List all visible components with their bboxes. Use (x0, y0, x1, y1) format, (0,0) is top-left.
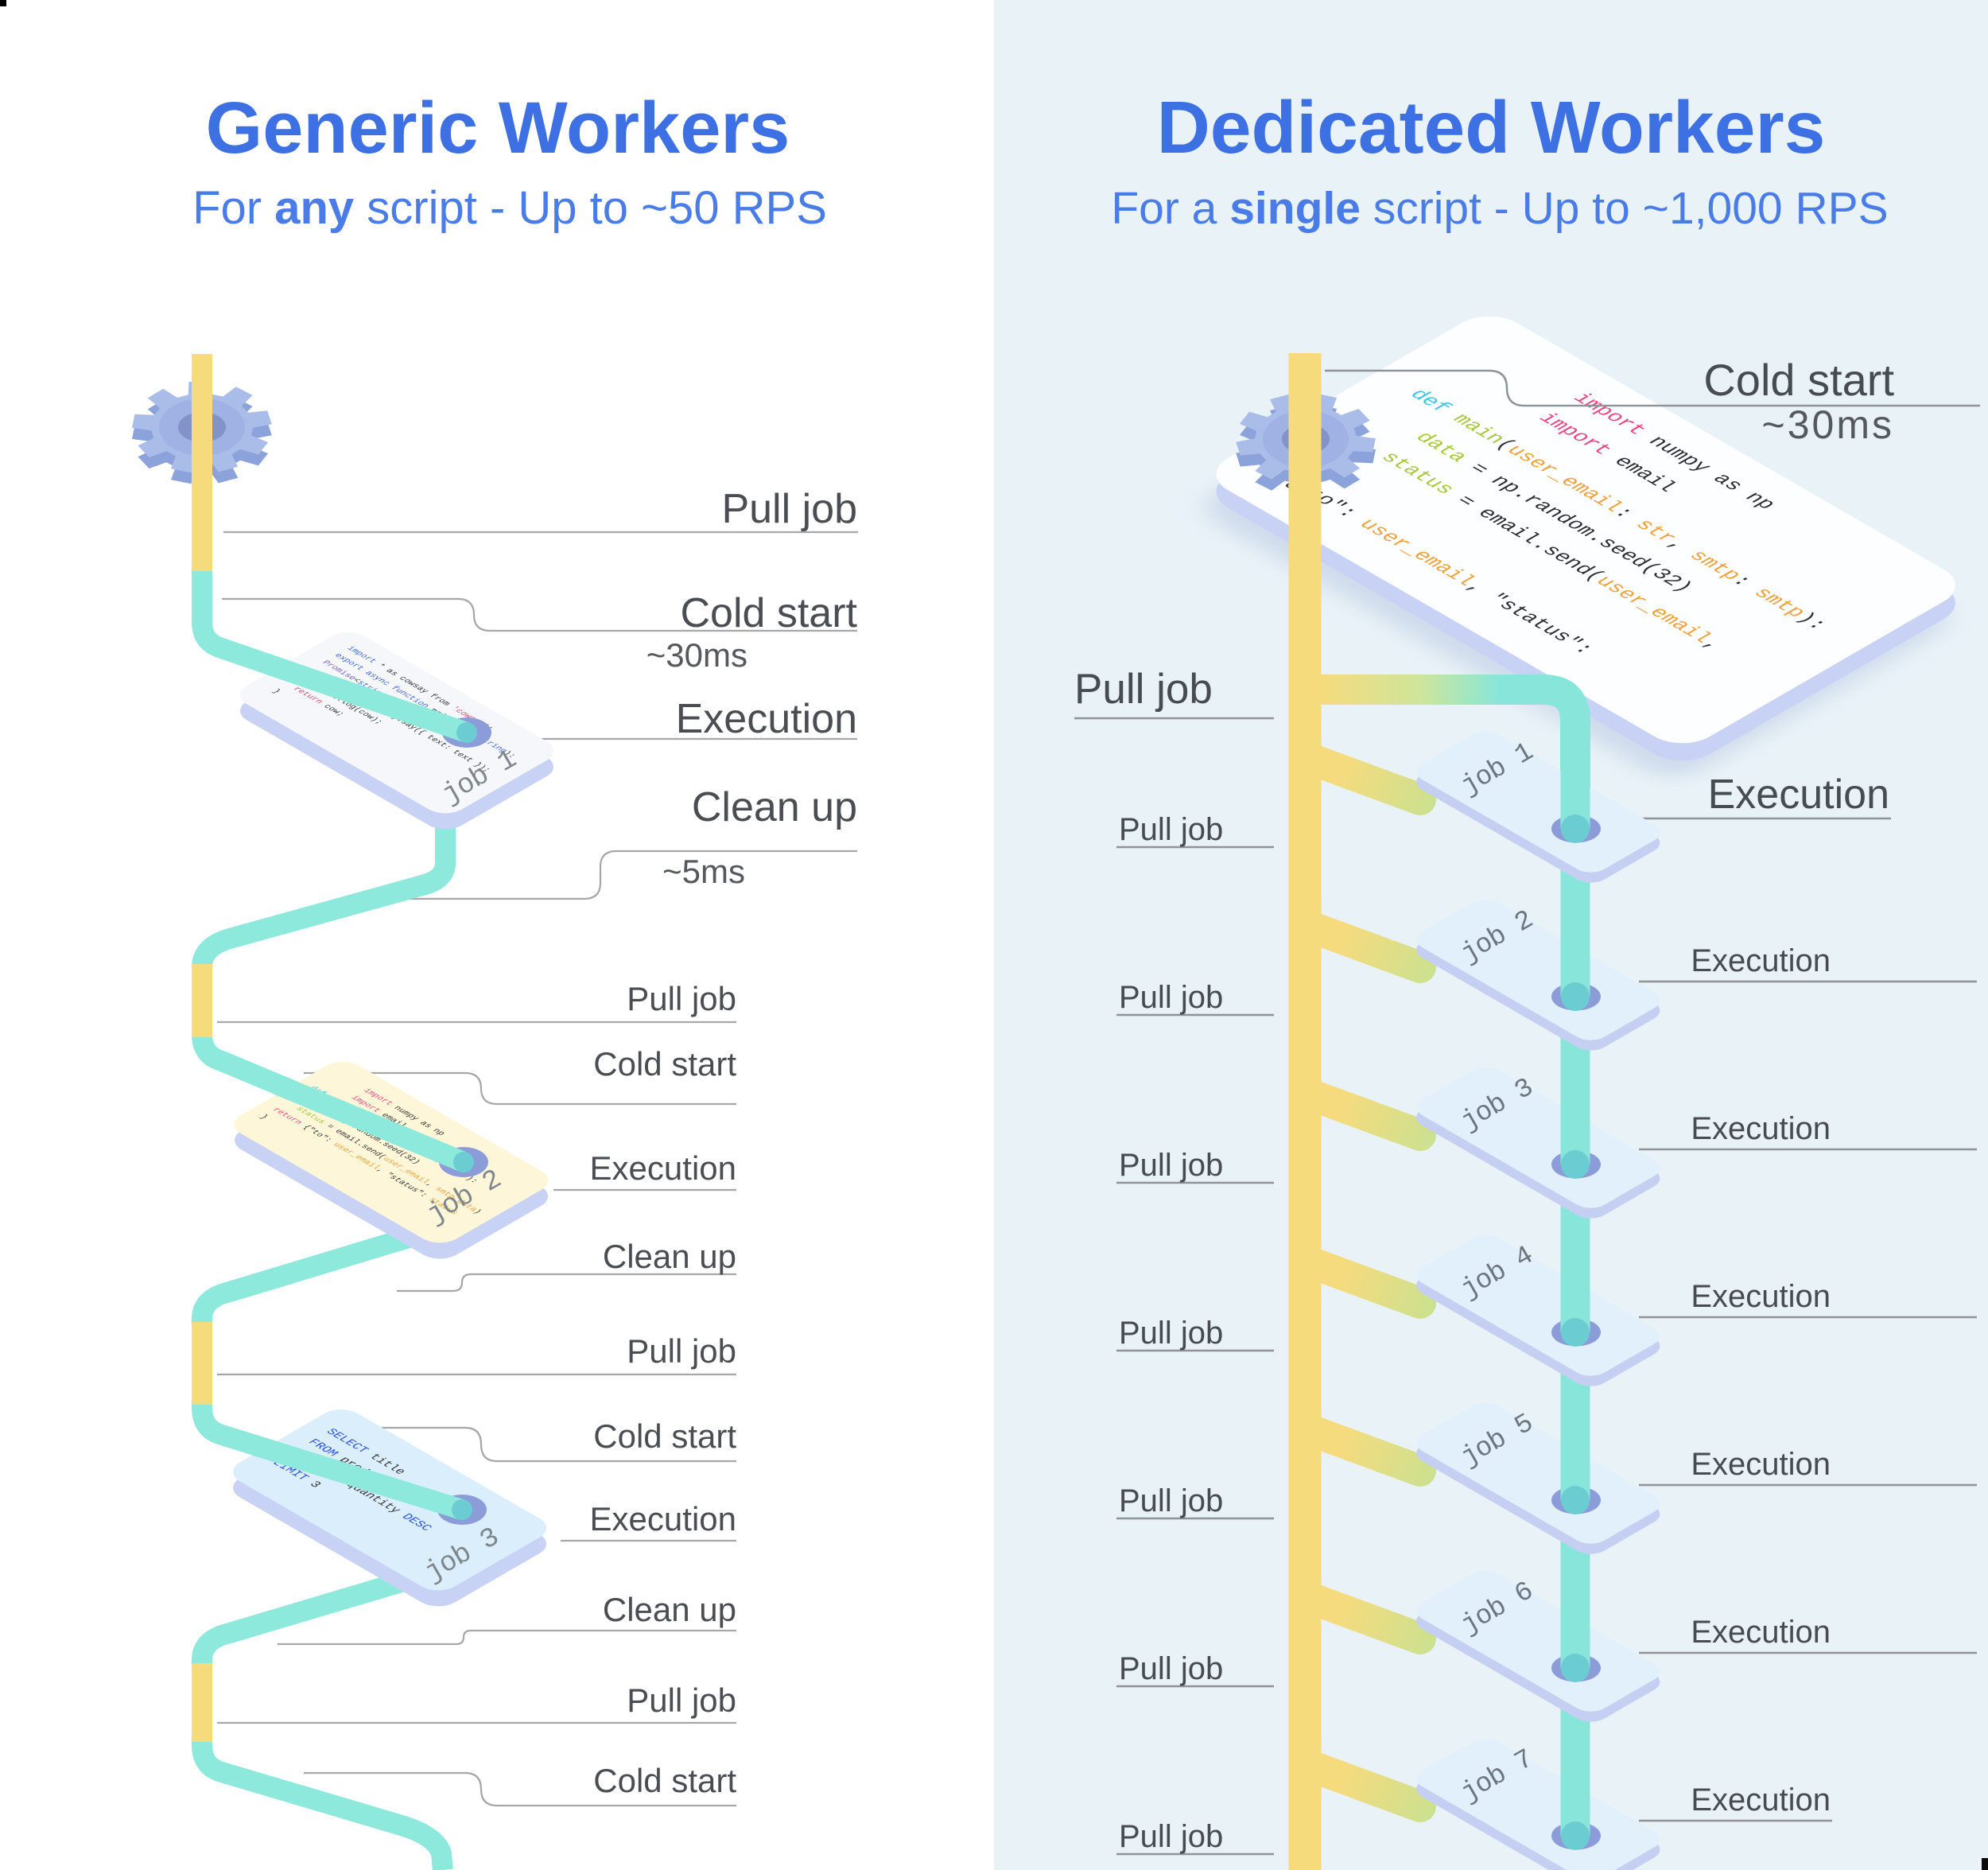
svg-text:Execution: Execution (676, 696, 857, 742)
svg-text:Execution: Execution (1691, 1615, 1831, 1650)
svg-text:Execution: Execution (1691, 1279, 1831, 1314)
svg-text:Pull job: Pull job (1119, 1316, 1223, 1351)
svg-text:Execution: Execution (1708, 772, 1889, 818)
svg-text:Pull job: Pull job (1119, 812, 1223, 847)
svg-text:Pull job: Pull job (1074, 666, 1213, 713)
svg-text:Pull job: Pull job (1119, 1148, 1223, 1183)
svg-text:Pull job: Pull job (1119, 1483, 1223, 1518)
svg-text:Execution: Execution (590, 1500, 736, 1538)
svg-text:Execution: Execution (1691, 943, 1831, 978)
svg-text:For a single script - Up to ~1: For a single script - Up to ~1,000 RPS (1111, 183, 1888, 234)
svg-text:Pull job: Pull job (627, 1332, 736, 1370)
svg-text:Cold start: Cold start (593, 1762, 736, 1799)
svg-text:Pull job: Pull job (1119, 1819, 1223, 1854)
svg-text:~30ms: ~30ms (646, 636, 747, 674)
svg-text:Generic Workers: Generic Workers (206, 87, 790, 169)
svg-text:Cold start: Cold start (593, 1417, 736, 1455)
svg-text:Pull job: Pull job (627, 1681, 736, 1719)
svg-text:Clean up: Clean up (692, 784, 857, 830)
svg-text:}: } (270, 688, 282, 695)
svg-text:Pull job: Pull job (1119, 980, 1223, 1015)
svg-text:Execution: Execution (1691, 1111, 1831, 1146)
svg-text:}: } (258, 1114, 270, 1121)
svg-text:Cold start: Cold start (680, 590, 857, 636)
svg-text:Pull job: Pull job (721, 486, 857, 532)
svg-text:Clean up: Clean up (603, 1591, 736, 1628)
svg-text:Cold start: Cold start (1703, 355, 1894, 405)
svg-text:Dedicated Workers: Dedicated Workers (1157, 86, 1826, 169)
svg-text:Execution: Execution (1691, 1447, 1831, 1482)
svg-text:Clean up: Clean up (603, 1238, 736, 1275)
svg-text:Cold start: Cold start (593, 1045, 736, 1083)
svg-text:For any script - Up to ~50 RPS: For any script - Up to ~50 RPS (192, 182, 827, 234)
svg-text:~5ms: ~5ms (662, 853, 745, 890)
svg-text:Pull job: Pull job (1119, 1651, 1223, 1686)
svg-text:~30ms: ~30ms (1762, 402, 1894, 447)
svg-text:Execution: Execution (590, 1149, 736, 1187)
svg-text:Pull job: Pull job (627, 980, 736, 1017)
svg-text:Execution: Execution (1691, 1783, 1831, 1818)
